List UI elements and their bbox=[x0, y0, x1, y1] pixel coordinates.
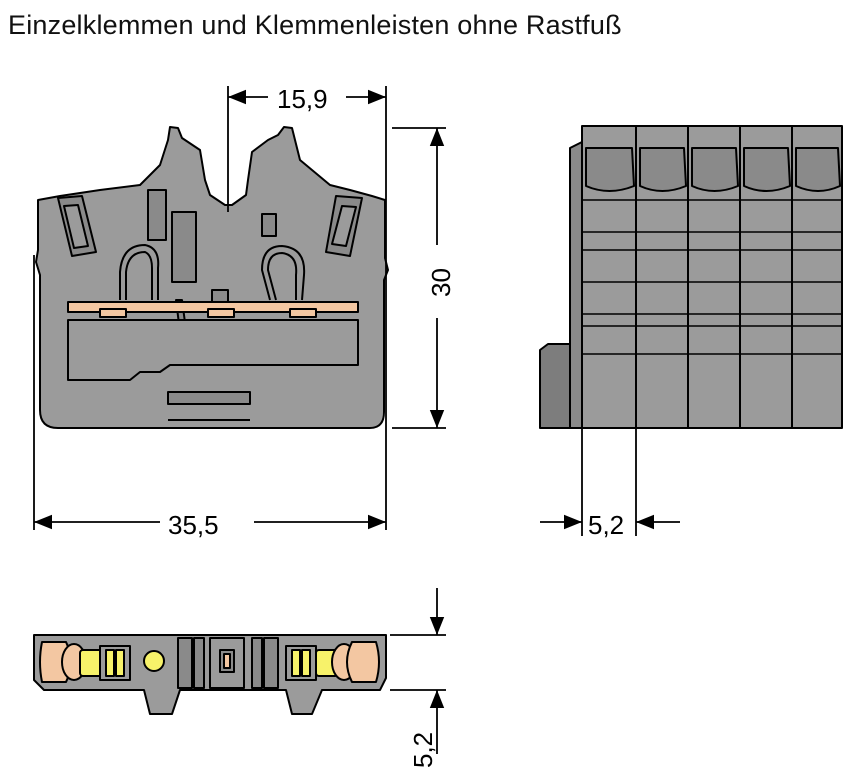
front-lower-window bbox=[67, 319, 359, 381]
page-title: Einzelklemmen und Klemmenleisten ohne Ra… bbox=[8, 10, 622, 40]
dim-label-5-2-top: 5,2 bbox=[408, 732, 438, 768]
dim-label-15-9: 15,9 bbox=[277, 84, 328, 114]
front-right-spring bbox=[261, 245, 306, 301]
front-view-terminal bbox=[35, 126, 389, 429]
top-dimension-lines bbox=[390, 588, 446, 754]
front-center-slot bbox=[147, 189, 167, 241]
dim-label-30: 30 bbox=[426, 268, 456, 297]
side-view-terminal-strip bbox=[539, 125, 843, 429]
front-dimension-lines bbox=[33, 86, 446, 530]
dim-label-5-2-side: 5,2 bbox=[588, 510, 624, 540]
front-left-spring bbox=[119, 244, 160, 300]
side-dimension-lines bbox=[540, 428, 680, 536]
dim-label-35-5: 35,5 bbox=[168, 510, 219, 540]
top-view-terminal bbox=[33, 634, 387, 715]
front-housing bbox=[35, 126, 389, 429]
top-center-hole bbox=[143, 650, 165, 672]
